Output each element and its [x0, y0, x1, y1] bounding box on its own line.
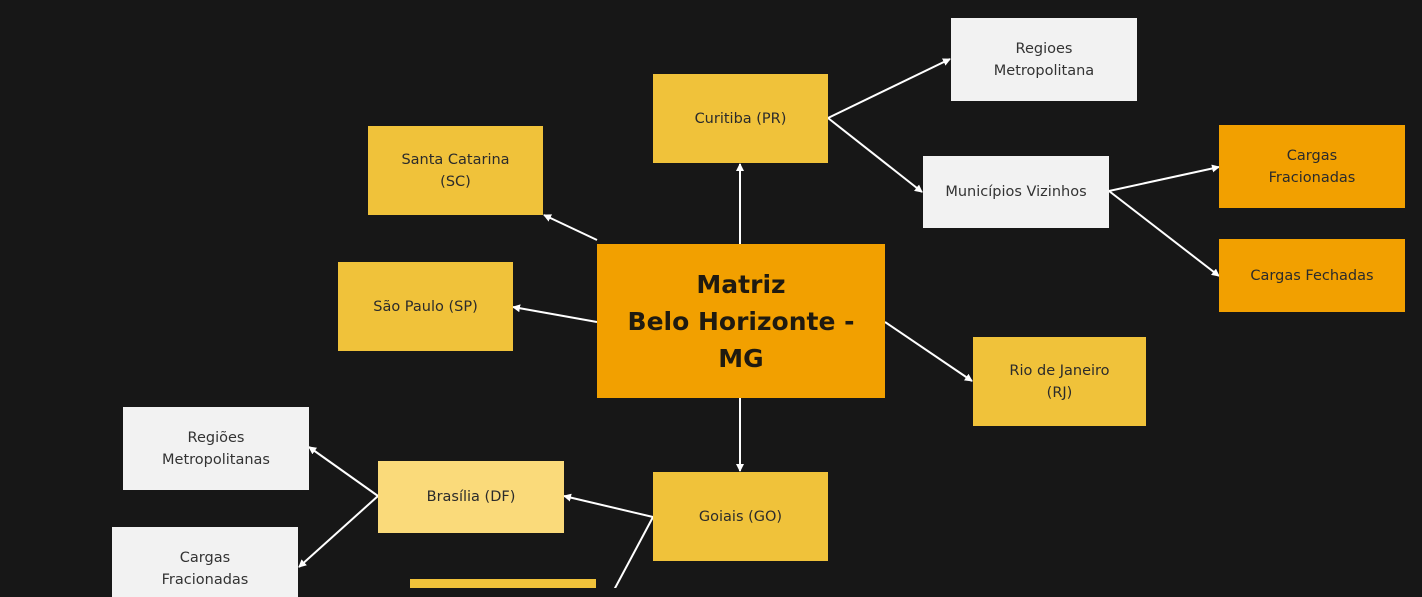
edge-brasilia-fracionadas [298, 495, 379, 568]
edge-main-rio [884, 321, 973, 382]
node-cargas-fracionadas-right[interactable]: Cargas Fracionadas [1219, 125, 1405, 208]
node-partial-bottom[interactable] [410, 579, 596, 588]
edge-curitiba-regioes [827, 58, 951, 119]
edge-main-sao-paulo [512, 304, 598, 323]
edge-curitiba-municipios [827, 117, 923, 193]
node-rio-de-janeiro[interactable]: Rio de Janeiro (RJ) [973, 337, 1146, 426]
node-cargas-fechadas[interactable]: Cargas Fechadas [1219, 239, 1405, 312]
edge-goiais-brasilia [563, 493, 654, 518]
edge-main-santa-catarina [543, 214, 598, 241]
edge-municipios-fechadas [1108, 190, 1220, 277]
edge-municipios-fracionadas [1108, 164, 1220, 192]
node-curitiba[interactable]: Curitiba (PR) [653, 74, 828, 163]
node-cargas-fracionadas-left[interactable]: Cargas Fracionadas [112, 527, 298, 597]
edge-goiais-bottom [613, 516, 654, 588]
node-goiais[interactable]: Goiais (GO) [653, 472, 828, 561]
edge-brasilia-regioes [308, 446, 379, 497]
node-brasilia[interactable]: Brasília (DF) [378, 461, 564, 533]
node-municipios-vizinhos[interactable]: Municípios Vizinhos [923, 156, 1109, 228]
node-regioes-metropolitanas[interactable]: Regiões Metropolitanas [123, 407, 309, 490]
node-santa-catarina[interactable]: Santa Catarina (SC) [368, 126, 543, 215]
node-sao-paulo[interactable]: São Paulo (SP) [338, 262, 513, 351]
node-regioes-metropolitana[interactable]: Regioes Metropolitana [951, 18, 1137, 101]
node-matriz-belo-horizonte[interactable]: Matriz Belo Horizonte - MG [597, 244, 885, 398]
